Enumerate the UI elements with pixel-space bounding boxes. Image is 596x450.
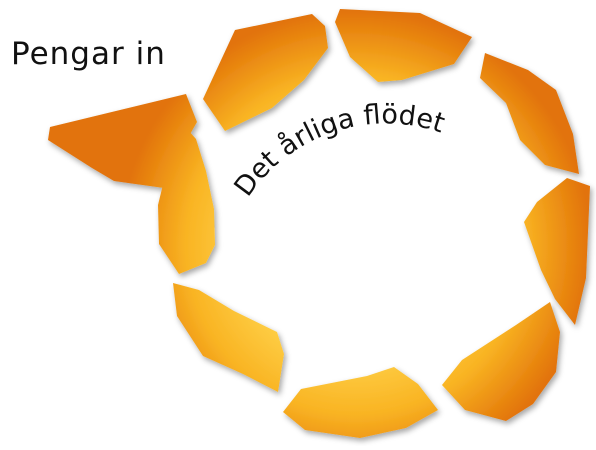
heading-pengar-in: Pengar in <box>11 36 166 72</box>
cycle-segment-5 <box>524 178 590 325</box>
cycle-label: Det årliga flödet <box>228 99 448 202</box>
cycle-segment-3 <box>335 9 472 82</box>
cycle-segment-4 <box>480 53 579 174</box>
cycle-segment-7 <box>283 367 438 438</box>
cycle-segment-6 <box>442 302 560 421</box>
cycle-label-text: Det årliga flödet <box>228 99 448 202</box>
cycle-segment-2 <box>203 14 328 131</box>
cycle-segment-8 <box>173 283 284 392</box>
